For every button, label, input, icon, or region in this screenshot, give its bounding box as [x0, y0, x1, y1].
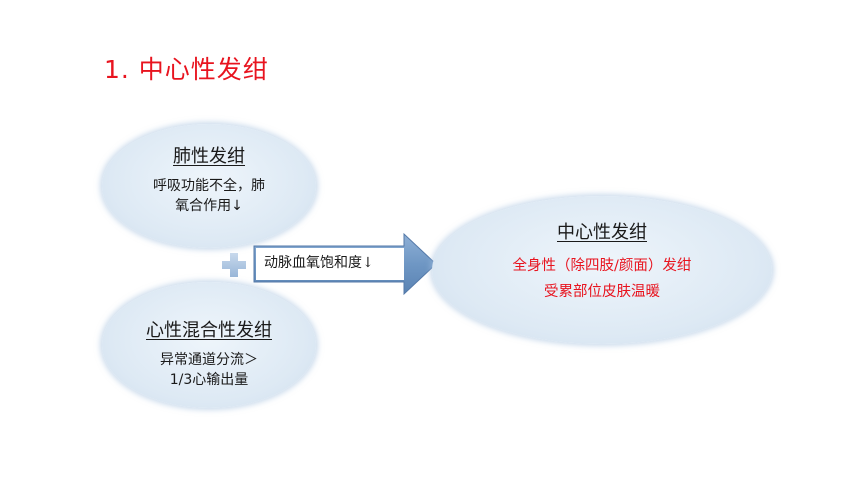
central-heading: 中心性发绀: [557, 222, 647, 243]
mixed-line2: 1/3心输出量: [169, 372, 249, 388]
arrow-label: 动脉血氧饱和度↓: [264, 255, 374, 271]
pulmonary-cyanosis-node: 肺性发绀 呼吸功能不全，肺 氧合作用↓: [102, 124, 316, 248]
plus-icon: [222, 253, 246, 277]
pulmonary-heading: 肺性发绀: [173, 146, 245, 167]
central-line1: 全身性（除四肢/颜面）发绀: [512, 258, 692, 274]
pulmonary-line2: 氧合作用↓: [175, 198, 243, 214]
pulmonary-line1: 呼吸功能不全，肺: [153, 178, 265, 194]
mixed-heading: 心性混合性发绀: [146, 320, 272, 341]
mixed-cardiac-cyanosis-node: 心性混合性发绀 异常通道分流＞ 1/3心输出量: [102, 282, 316, 408]
central-line2: 受累部位皮肤温暖: [544, 284, 660, 300]
page-title: 1. 中心性发绀: [104, 55, 269, 84]
right-arrow: [253, 232, 437, 296]
central-cyanosis-node: 中心性发绀 全身性（除四肢/颜面）发绀 受累部位皮肤温暖: [432, 196, 772, 344]
mixed-line1: 异常通道分流＞: [160, 352, 258, 368]
